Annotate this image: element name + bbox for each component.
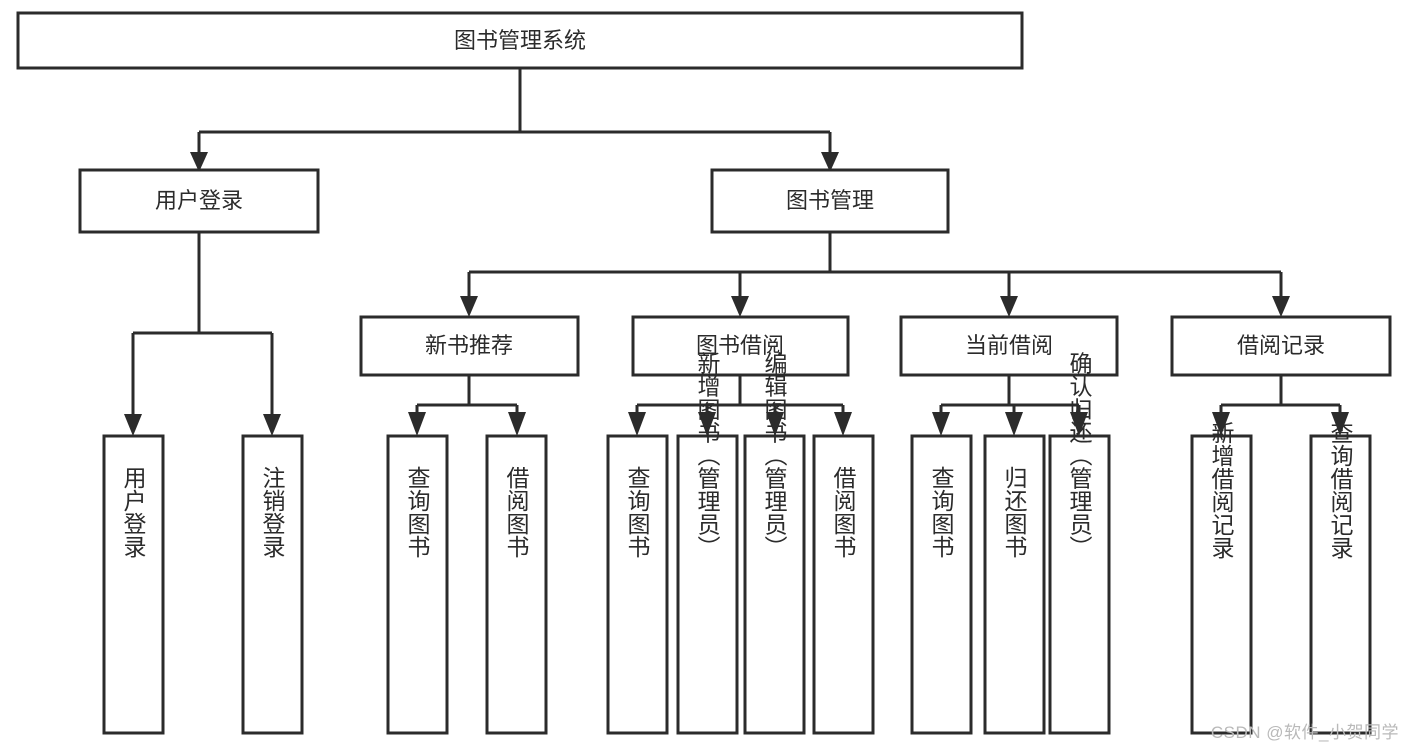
node-leaf-query-book-1-box[interactable]: [386, 434, 449, 735]
node-current-borrow[interactable]: 当前借阅: [899, 315, 1119, 377]
node-leaf-add-borrow-record[interactable]: 新增借阅记录: [1190, 421, 1253, 735]
node-new-book-recommend[interactable]: 新书推荐: [359, 315, 580, 377]
node-leaf-borrow-book-2-box[interactable]: [812, 434, 875, 735]
node-book-manage-box[interactable]: [710, 168, 950, 234]
arrowhead-borrow-record: [1272, 296, 1290, 317]
node-leaf-query-book-3-box[interactable]: [910, 434, 973, 735]
node-current-borrow-box[interactable]: [899, 315, 1119, 377]
node-borrow-record-label: 借阅记录: [1237, 333, 1325, 358]
node-leaf-edit-book-admin-label: 编辑图书（管理员）: [761, 352, 788, 559]
arrowhead-book-manage: [821, 152, 839, 172]
node-leaf-query-book-1[interactable]: 查询图书: [386, 434, 449, 735]
node-leaf-borrow-book-2[interactable]: 借阅图书: [812, 434, 875, 735]
node-leaf-confirm-return-admin-label: 确认归还（管理员）: [1066, 352, 1093, 559]
node-leaf-query-borrow-record[interactable]: 查询借阅记录: [1309, 421, 1372, 735]
arrowhead-leaf-add-borrow-record: [1212, 412, 1230, 436]
node-leaf-borrow-book-1-box[interactable]: [485, 434, 548, 735]
node-leaf-borrow-book-2-label: 借阅图书: [830, 466, 857, 558]
node-borrow-record-box[interactable]: [1170, 315, 1392, 377]
node-book-borrow-label: 图书借阅: [696, 333, 784, 358]
node-root[interactable]: 图书管理系统: [16, 11, 1024, 70]
node-leaf-query-book-2-label: 查询图书: [624, 466, 651, 558]
node-leaf-query-book-2[interactable]: 查询图书: [606, 434, 669, 735]
node-leaf-return-book-label: 归还图书: [1001, 466, 1028, 558]
node-leaf-query-book-2-box[interactable]: [606, 434, 669, 735]
node-leaf-query-book-3[interactable]: 查询图书: [910, 434, 973, 735]
node-new-book-recommend-box[interactable]: [359, 315, 580, 377]
node-book-borrow[interactable]: 图书借阅: [631, 315, 850, 377]
node-leaf-add-book-admin[interactable]: 新增图书（管理员）: [676, 352, 739, 735]
node-current-borrow-label: 当前借阅: [965, 333, 1053, 358]
arrowhead-current-borrow: [1000, 296, 1018, 317]
node-leaf-logout-login-box[interactable]: [241, 434, 304, 735]
arrowhead-leaf-query-book-1: [408, 412, 426, 436]
arrowhead-leaf-query-borrow-record: [1331, 412, 1349, 436]
arrowhead-new-book-recommend: [460, 296, 478, 317]
node-user-login[interactable]: 用户登录: [78, 168, 320, 234]
node-leaf-query-book-1-label: 查询图书: [404, 466, 431, 558]
node-root-label: 图书管理系统: [454, 28, 586, 53]
connectors: [124, 68, 1349, 436]
arrowhead-leaf-borrow-book-2: [834, 412, 852, 436]
arrowhead-leaf-user-login: [124, 414, 142, 436]
arrowhead-leaf-borrow-book-1: [508, 412, 526, 436]
node-leaf-add-borrow-record-label: 新增借阅记录: [1208, 421, 1235, 559]
arrowhead-leaf-return-book: [1005, 412, 1023, 436]
node-leaf-confirm-return-admin-box[interactable]: [1048, 434, 1111, 735]
node-user-login-label: 用户登录: [155, 188, 243, 213]
node-leaf-logout-login-label: 注销登录: [259, 466, 286, 558]
node-leaf-add-borrow-record-box[interactable]: [1190, 434, 1253, 735]
arrowhead-leaf-query-book-2: [628, 412, 646, 436]
node-leaf-query-borrow-record-box[interactable]: [1309, 434, 1372, 735]
arrowhead-leaf-confirm-return-admin: [1070, 412, 1088, 436]
node-leaf-user-login-label: 用户登录: [120, 466, 147, 558]
node-leaf-edit-book-admin-box[interactable]: [743, 434, 806, 735]
node-leaf-add-book-admin-box[interactable]: [676, 434, 739, 735]
node-leaf-query-borrow-record-label: 查询借阅记录: [1327, 421, 1354, 559]
arrowhead-user-login: [190, 152, 208, 172]
node-leaf-user-login[interactable]: 用户登录: [102, 434, 165, 735]
node-book-borrow-box[interactable]: [631, 315, 850, 377]
arrowhead-leaf-add-book-admin: [698, 412, 716, 436]
node-leaf-query-book-3-label: 查询图书: [928, 466, 955, 558]
node-leaf-user-login-box[interactable]: [102, 434, 165, 735]
node-book-manage[interactable]: 图书管理: [710, 168, 950, 234]
node-leaf-logout-login[interactable]: 注销登录: [241, 434, 304, 735]
node-new-book-recommend-label: 新书推荐: [425, 333, 513, 358]
arrowhead-leaf-logout-login: [263, 414, 281, 436]
node-book-manage-label: 图书管理: [786, 188, 874, 213]
node-root-box[interactable]: [16, 11, 1024, 70]
node-leaf-add-book-admin-label: 新增图书（管理员）: [694, 352, 721, 559]
node-user-login-box[interactable]: [78, 168, 320, 234]
node-leaf-confirm-return-admin[interactable]: 确认归还（管理员）: [1048, 352, 1111, 735]
arrowhead-leaf-query-book-3: [932, 412, 950, 436]
arrowhead-leaf-edit-book-admin: [766, 412, 784, 436]
node-leaf-borrow-book-1[interactable]: 借阅图书: [485, 434, 548, 735]
arrowhead-book-borrow: [731, 296, 749, 317]
node-leaf-return-book-box[interactable]: [983, 434, 1046, 735]
node-borrow-record[interactable]: 借阅记录: [1170, 315, 1392, 377]
node-leaf-borrow-book-1-label: 借阅图书: [503, 466, 530, 558]
node-leaf-return-book[interactable]: 归还图书: [983, 434, 1046, 735]
node-leaf-edit-book-admin[interactable]: 编辑图书（管理员）: [743, 352, 806, 735]
